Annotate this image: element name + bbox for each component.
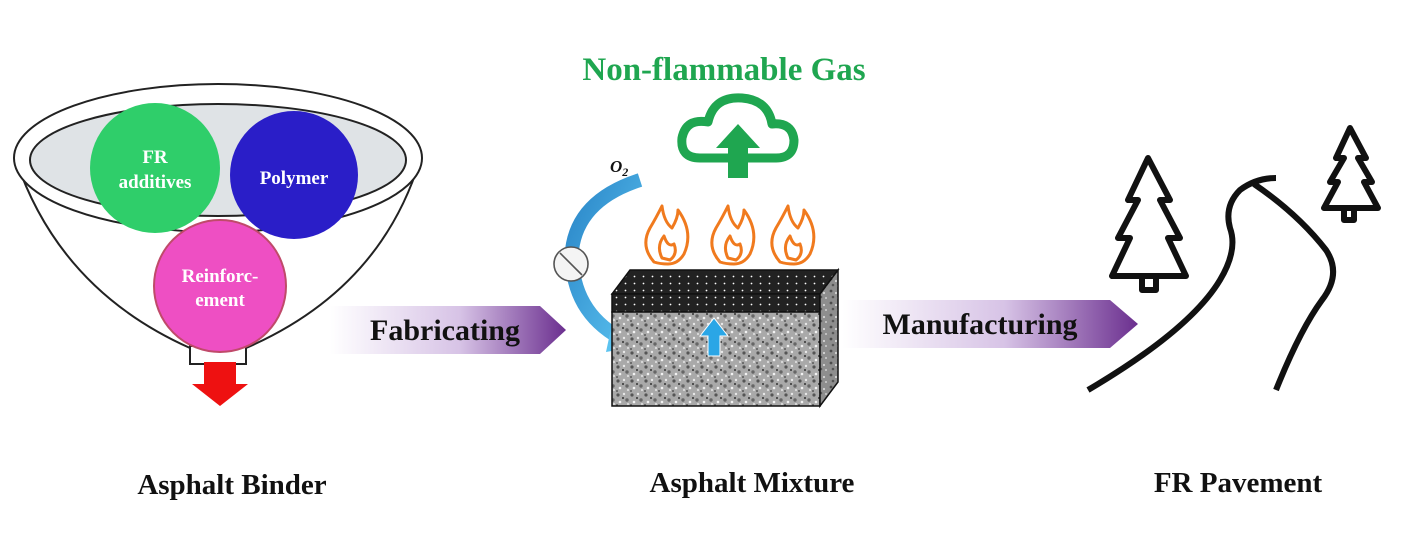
manufacturing-arrow: Manufacturing [842, 300, 1138, 348]
cloud-upload-icon [677, 93, 799, 178]
manufacturing-label: Manufacturing [883, 308, 1078, 341]
flames-icon [644, 204, 816, 266]
asphalt-binder-caption: Asphalt Binder [137, 469, 326, 501]
fr-additives-circle [90, 103, 220, 233]
large-tree-icon [1109, 155, 1189, 279]
reinforcement-circle [153, 219, 287, 353]
o2-label: O2 [610, 157, 628, 179]
binder-funnel: FR additives Polymer Reinforc- ement [13, 83, 423, 406]
non-flammable-gas-label: Non-flammable Gas [582, 52, 865, 88]
mixture-front-coating [611, 293, 821, 313]
polymer-circle [230, 111, 358, 239]
small-tree-trunk [1341, 205, 1357, 223]
fr-additives-label-line1: FR [142, 147, 168, 168]
road-right-edge [1252, 181, 1336, 392]
reinforcement-label-line1: Reinforc- [182, 266, 259, 287]
fabricating-arrow-shape [330, 306, 566, 354]
asphalt-mixture-caption: Asphalt Mixture [650, 467, 855, 499]
mixture-top-layer [610, 269, 840, 295]
small-tree-icon [1321, 125, 1381, 211]
output-down-arrow [192, 362, 248, 406]
asphalt-mixture: Non-flammable Gas O2 [553, 52, 866, 409]
fr-pavement-scene [1086, 125, 1381, 393]
manufacturing-arrow-shape [842, 300, 1138, 348]
polymer-label: Polymer [260, 168, 329, 189]
reinforcement-label-line2: ement [195, 290, 245, 311]
blocked-symbol-icon [553, 246, 589, 282]
fabricating-arrow: Fabricating [330, 306, 566, 354]
fabricating-label: Fabricating [370, 314, 520, 347]
fr-pavement-caption: FR Pavement [1154, 467, 1323, 499]
fr-additives-label-line2: additives [119, 172, 192, 193]
road-left-edge [1086, 175, 1277, 393]
large-tree-trunk [1139, 273, 1159, 293]
mixture-side-face [819, 267, 839, 409]
heat-up-arrow [698, 317, 730, 357]
